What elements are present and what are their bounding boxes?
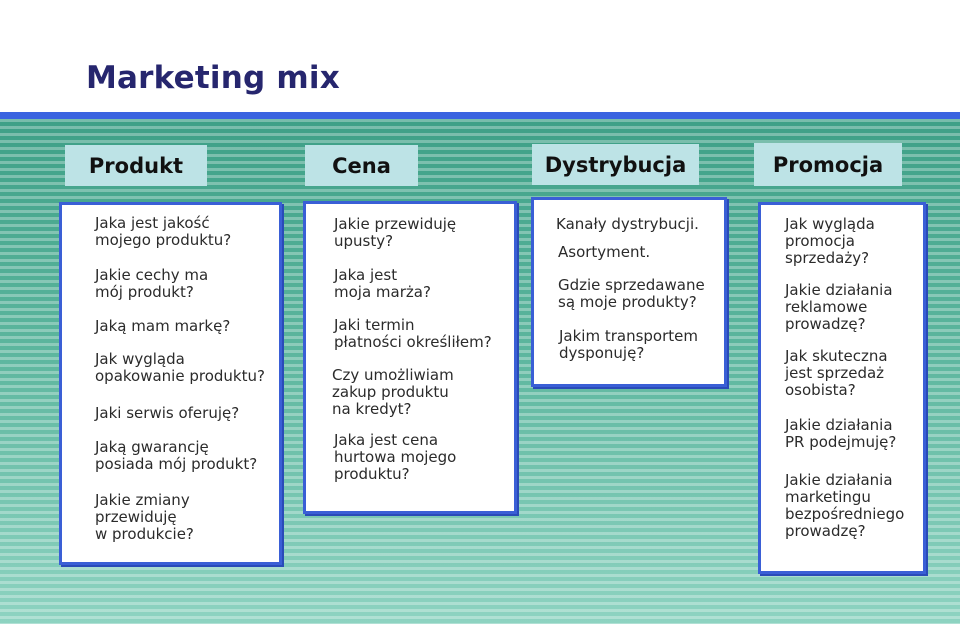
- list-item: Jaka jest moja marża?: [334, 266, 431, 301]
- list-item: Jakie działania PR podejmuję?: [785, 416, 897, 451]
- list-item: Gdzie sprzedawane są moje produkty?: [558, 276, 705, 311]
- page-title: Marketing mix: [86, 60, 340, 96]
- list-item: Jaki termin płatności określiłem?: [334, 316, 492, 351]
- card-cena: Jakie przewiduję upusty? Jaka jest moja …: [303, 201, 517, 514]
- column-header-promocja: Promocja: [754, 143, 902, 186]
- list-item: Jaka jest jakość mojego produktu?: [95, 214, 232, 249]
- list-item: Jaką gwarancję posiada mój produkt?: [95, 438, 258, 473]
- column-header-dystrybucja: Dystrybucja: [532, 144, 699, 185]
- column-header-cena: Cena: [305, 145, 418, 186]
- list-item: Jak wygląda promocja sprzedaży?: [785, 215, 875, 267]
- list-item: Jaki serwis oferuję?: [95, 404, 240, 422]
- list-item: Czy umożliwiam zakup produktu na kredyt?: [332, 366, 454, 418]
- list-item: Jakim transportem dysponuję?: [559, 327, 698, 362]
- list-item: Jakie cechy ma mój produkt?: [95, 266, 209, 301]
- card-produkt: Jaka jest jakość mojego produktu? Jakie …: [59, 202, 282, 565]
- list-item: Kanały dystrybucji.: [556, 215, 699, 233]
- list-item: Jakie działania reklamowe prowadzę?: [785, 281, 893, 333]
- list-item: Jakie zmiany przewiduję w produkcie?: [95, 491, 194, 543]
- board-accent-line: [0, 112, 960, 119]
- list-item: Jakie przewiduję upusty?: [334, 215, 457, 250]
- list-item: Jak skuteczna jest sprzedaż osobista?: [785, 347, 888, 399]
- list-item: Jaka jest cena hurtowa mojego produktu?: [334, 431, 457, 483]
- list-item: Asortyment.: [558, 243, 651, 261]
- list-item: Jakie działania marketingu bezpośrednieg…: [785, 471, 905, 540]
- list-item: Jak wygląda opakowanie produktu?: [95, 350, 265, 385]
- card-dystrybucja: Kanały dystrybucji. Asortyment. Gdzie sp…: [531, 197, 727, 387]
- list-item: Jaką mam markę?: [95, 317, 231, 335]
- column-header-produkt: Produkt: [65, 145, 207, 186]
- card-promocja: Jak wygląda promocja sprzedaży? Jakie dz…: [758, 202, 926, 574]
